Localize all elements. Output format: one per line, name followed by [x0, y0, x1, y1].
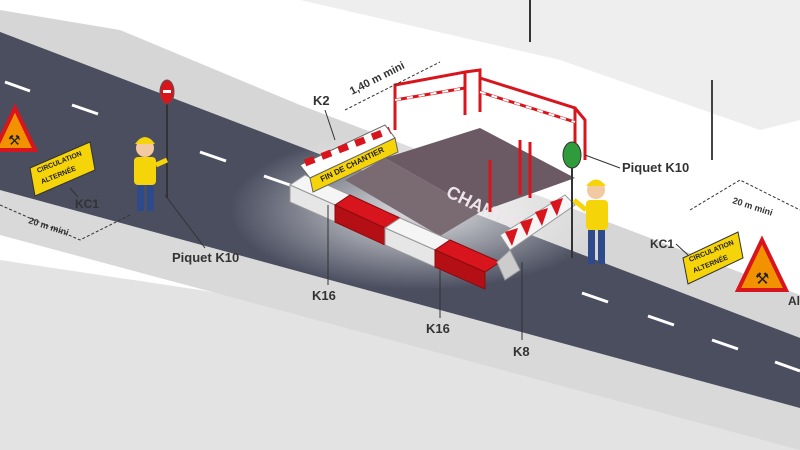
k16-center-label: K16	[426, 321, 450, 336]
k16-barrier-center	[333, 194, 502, 290]
left-kc1-label: KC1	[75, 197, 99, 211]
k2-leader	[324, 109, 336, 141]
right-kc1-label: KC1	[650, 237, 674, 251]
left-flagger	[134, 137, 169, 211]
lower-ground	[0, 260, 800, 450]
work-zone	[385, 128, 575, 212]
k8-chevron-barrier	[496, 194, 576, 281]
right-kc1-leader	[675, 243, 689, 256]
right-roadwork-sign: ⚒	[734, 235, 790, 292]
upper-ground	[0, 0, 800, 130]
right-piquet-k10-label: Piquet K10	[622, 160, 689, 175]
work-zone-front	[345, 158, 480, 236]
roadwork-glyph-right: ⚒	[755, 271, 769, 288]
right-edge-label: Al	[788, 294, 800, 308]
k16-left-label: K16	[312, 288, 336, 303]
fence-white-stripes	[394, 87, 576, 123]
roadwork-glyph-left: ⚒	[8, 132, 21, 148]
left-roadwork-sign: ⚒	[0, 103, 39, 152]
k8-label: K8	[513, 344, 530, 359]
right-flagger	[572, 179, 608, 264]
left-stop-paddle	[159, 79, 175, 198]
left-kc1-leader	[69, 187, 79, 198]
right-piquet-leader	[584, 154, 621, 169]
right-go-paddle	[562, 141, 582, 258]
left-piquet-k10-label: Piquet K10	[172, 250, 239, 265]
lower-sidewalk	[0, 180, 800, 450]
left-piquet-leader	[164, 194, 206, 249]
k2-label: K2	[313, 93, 330, 108]
